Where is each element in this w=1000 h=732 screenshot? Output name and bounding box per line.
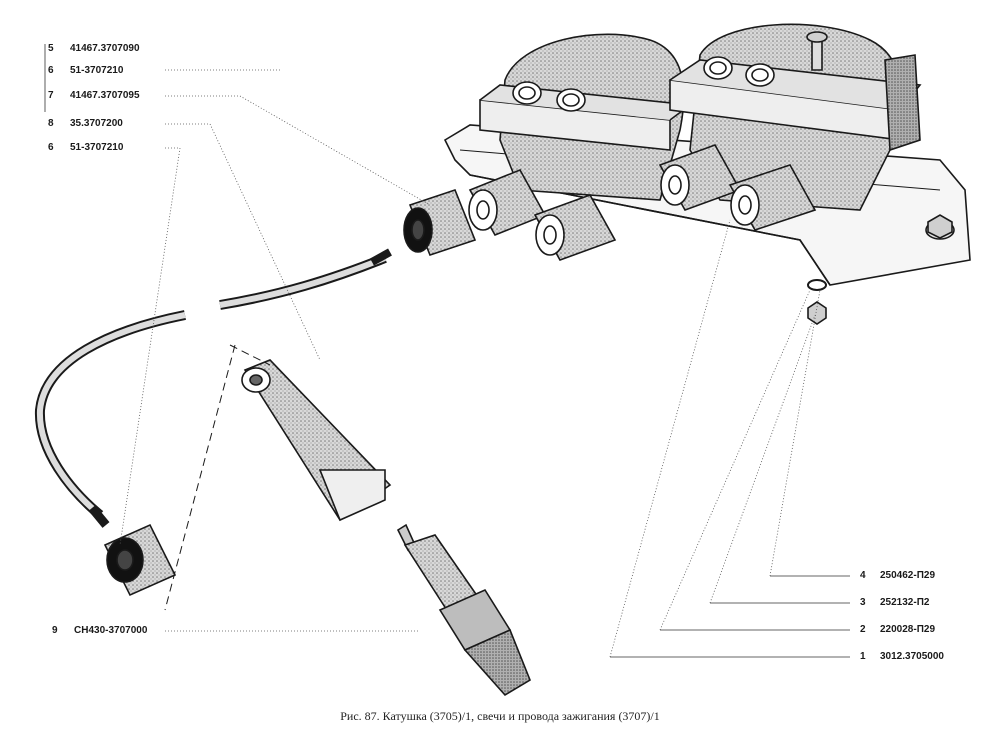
part-number: 3012.3705000 — [880, 651, 944, 662]
spring-washer — [807, 279, 827, 291]
part-number: 220028-П29 — [880, 624, 936, 635]
wire-boot-upper — [403, 189, 477, 256]
part-number: CH430-3707000 — [74, 625, 148, 636]
part-number: 51-3707210 — [70, 142, 124, 153]
spark-plug-cap — [241, 359, 392, 522]
part-number: 51-3707210 — [70, 65, 124, 76]
ht-wire-lower — [34, 310, 186, 528]
part-number: 252132-П2 — [880, 597, 930, 608]
figure-caption: Рис. 87. Катушка (3705)/1, свечи и прово… — [340, 709, 660, 723]
leader-lines — [119, 69, 821, 658]
wire-boot-lower — [103, 523, 177, 597]
coil-body-left — [479, 33, 693, 201]
hex-nut — [807, 301, 827, 325]
spark-plug — [396, 523, 531, 697]
part-number: 250462-П29 — [880, 570, 936, 581]
ht-wire-upper — [219, 248, 392, 310]
part-number: 41467.3707095 — [70, 90, 140, 101]
bracket-bolt — [925, 214, 955, 240]
ignition-coil-assembly — [443, 23, 971, 325]
coil-output-towers — [468, 144, 817, 261]
leader-lines-solid — [44, 44, 850, 658]
part-number: 41467.3707090 — [70, 43, 140, 54]
assembly-dash-lines — [164, 344, 271, 611]
coil-body-right — [669, 23, 922, 211]
part-number: 35.3707200 — [70, 118, 123, 129]
